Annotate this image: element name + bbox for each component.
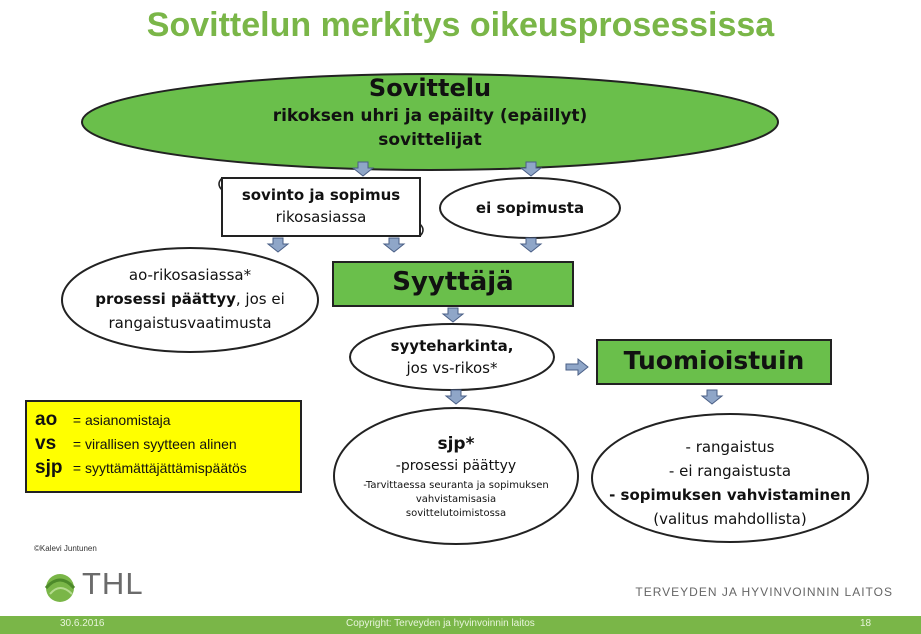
tuomioistuin-label: Tuomioistuin xyxy=(623,346,805,375)
ao-line2: prosessi päättyy, jos ei xyxy=(70,290,310,308)
legend-text: = syyttämättäjättämispäätös xyxy=(72,460,247,476)
tuomioistuin-box xyxy=(596,339,832,385)
legend-row-ao: ao = asianomistaja xyxy=(35,408,292,432)
legend-abbr: sjp xyxy=(35,457,63,478)
outcome-ellipse xyxy=(591,413,869,543)
footer-date: 30.6.2016 xyxy=(60,618,105,629)
sovittelu-heading: Sovittelu xyxy=(368,74,492,102)
abbreviation-legend: ao = asianomistaja vs = virallisen syytt… xyxy=(25,400,302,493)
slide-title: Sovittelun merkitys oikeusprosessissa xyxy=(146,6,775,44)
outcome-line1: - rangaistus xyxy=(685,438,775,456)
arrow-down-icon xyxy=(701,389,723,405)
thl-logo-icon xyxy=(44,574,76,602)
arrow-down-icon xyxy=(442,307,464,323)
footer-copyright: Copyright: Terveyden ja hyvinvoinnin lai… xyxy=(346,618,535,629)
arrow-down-icon xyxy=(520,237,542,253)
syyteharkinta-line2: jos vs-rikos* xyxy=(406,359,498,377)
footer-bar: 30.6.2016 Copyright: Terveyden ja hyvinv… xyxy=(0,616,921,634)
legend-text: = asianomistaja xyxy=(72,412,171,428)
sovinto-line1: sovinto ja sopimus xyxy=(241,186,401,204)
sjp-line2: -Tarvittaessa seuranta ja sopimuksen xyxy=(363,480,549,491)
ao-line1: ao-rikosasiassa* xyxy=(128,266,252,284)
ao-ellipse xyxy=(61,247,319,353)
sovittelu-ellipse xyxy=(81,73,779,171)
right-arrow-icon xyxy=(565,357,589,377)
ei-sopimusta-label: ei sopimusta xyxy=(475,199,585,217)
sovinto-scroll xyxy=(218,177,424,237)
sovittelu-mediators: sovittelijat xyxy=(378,130,482,150)
ao-line3: rangaistusvaatimusta xyxy=(108,314,272,332)
arrow-down-icon xyxy=(267,237,289,253)
outcome-line4: (valitus mahdollista) xyxy=(653,510,807,528)
syyteharkinta-ellipse xyxy=(349,323,555,391)
ao-line2-bold: prosessi päättyy xyxy=(95,290,236,308)
sovittelu-parties: rikoksen uhri ja epäilty (epäillyt) xyxy=(272,106,588,126)
legend-text: = virallisen syytteen alinen xyxy=(72,436,237,452)
syyttaja-box xyxy=(332,261,574,307)
arrow-down-icon xyxy=(383,237,405,253)
author-credit: ©Kalevi Juntunen xyxy=(34,544,97,553)
organization-name: TERVEYDEN JA HYVINVOINNIN LAITOS xyxy=(635,585,893,599)
sjp-line3: vahvistamisasia xyxy=(415,494,497,505)
outcome-line3: - sopimuksen vahvistaminen xyxy=(609,486,851,504)
sjp-ellipse xyxy=(333,407,579,545)
outcome-line2: - ei rangaistusta xyxy=(668,462,792,480)
sjp-heading: sjp* xyxy=(437,434,475,454)
sjp-line4: sovittelutoimistossa xyxy=(405,508,507,519)
legend-abbr: ao xyxy=(35,409,58,430)
legend-abbr: vs xyxy=(35,433,57,454)
ao-line2-rest: , jos ei xyxy=(235,290,285,308)
sovinto-line2: rikosasiassa xyxy=(275,208,367,226)
legend-row-vs: vs = virallisen syytteen alinen xyxy=(35,432,292,456)
syyteharkinta-line1: syyteharkinta, xyxy=(390,337,514,355)
legend-row-sjp: sjp = syyttämättäjättämispäätös xyxy=(35,456,292,480)
thl-logo-text: THL xyxy=(82,566,144,601)
footer-page-number: 18 xyxy=(860,618,872,629)
sjp-line1: -prosessi päättyy xyxy=(395,458,517,474)
syyttaja-label: Syyttäjä xyxy=(392,267,514,297)
arrow-down-icon xyxy=(445,389,467,405)
